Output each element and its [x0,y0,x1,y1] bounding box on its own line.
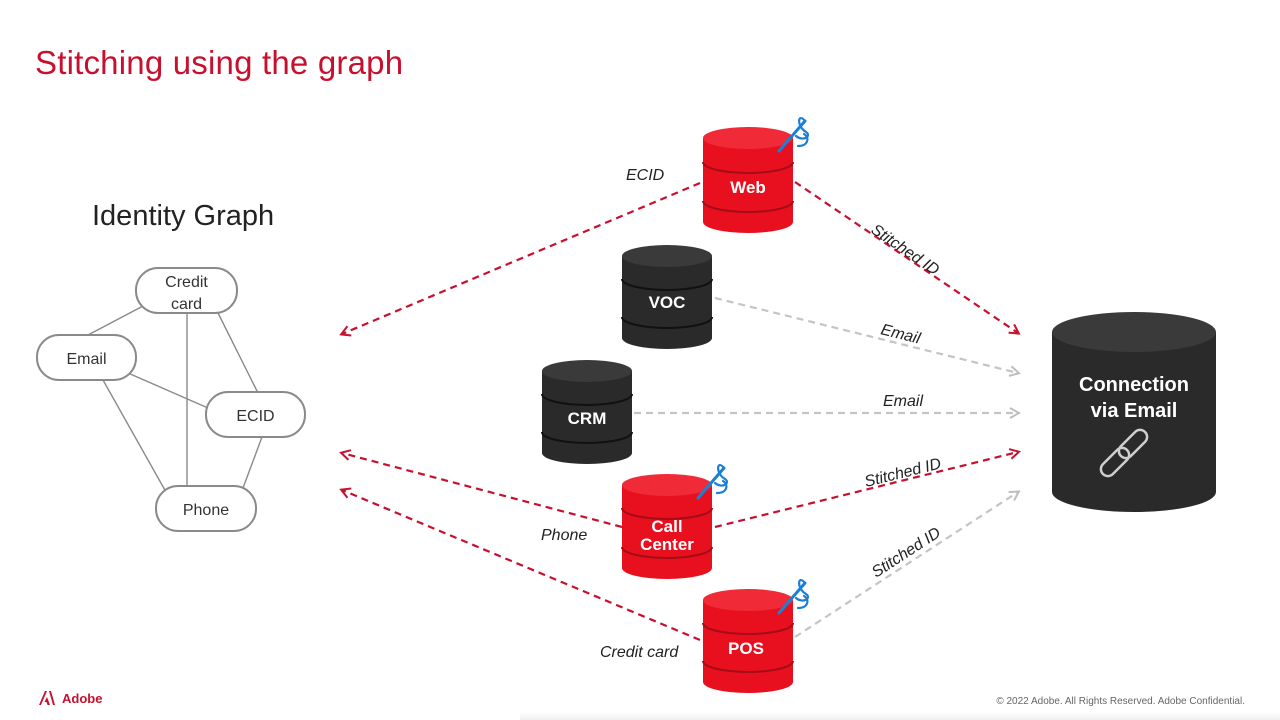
arrows-to-graph [342,181,701,642]
copyright-notice: © 2022 Adobe. All Rights Reserved. Adobe… [996,696,1245,707]
adobe-logo: Adobe [38,689,102,707]
node-ecid-label: ECID [236,408,274,425]
adobe-logo-icon [39,691,55,705]
chain-link-icon [1099,428,1149,478]
db-pos: POS [702,589,794,693]
label-crm-to-connection: Email [883,393,923,410]
node-phone-label: Phone [183,502,229,519]
connection-via-email: Connection via Email [1052,312,1216,512]
adobe-logo-text: Adobe [62,690,103,706]
node-phone: Phone [155,485,257,532]
label-pos-to-connection: Stitched ID [869,524,944,581]
db-crm-label: CRM [568,409,607,428]
identity-graph-title: Identity Graph [92,200,275,232]
edge-email-ecid [127,372,209,409]
node-email-label: Email [66,351,106,368]
db-call-center: Call Center [621,474,713,579]
node-credit-card: Credit card [135,267,238,314]
edge-creditcard-email [87,304,146,336]
arrow-callcenter-to-graph [342,453,623,529]
arrow-pos-to-connection [794,492,1018,638]
node-credit-card-line1: Credit [165,274,208,291]
arrow-pos-to-graph [342,490,701,642]
bottom-shadow [520,712,1280,720]
connection-line1: Connection [1079,374,1189,396]
arrows-to-connection [634,181,1018,638]
db-web: Web [702,127,794,233]
db-call-center-line1: Call [651,517,682,536]
node-ecid: ECID [205,391,306,438]
needle-icon [696,463,729,500]
edge-email-phone [102,379,167,493]
db-call-center-line2: Center [640,535,694,554]
arrow-web-to-graph [342,181,701,334]
arrow-web-to-connection [794,181,1018,333]
connection-line2: via Email [1091,400,1178,422]
label-callcenter-to-graph: Phone [541,527,587,544]
edge-creditcard-ecid [217,312,259,394]
label-callcenter-to-connection: Stitched ID [863,455,943,491]
node-credit-card-line2: card [171,296,202,313]
label-web-to-graph: ECID [626,167,665,184]
slide-title: Stitching using the graph [35,44,404,81]
label-pos-to-graph: Credit card [600,644,679,661]
arrow-voc-to-connection [714,296,1018,373]
db-pos-label: POS [728,639,764,658]
arrow-callcenter-to-connection [714,452,1018,529]
needle-icon [777,116,810,153]
db-voc-label: VOC [649,293,686,312]
needle-icon [777,578,810,615]
db-crm: CRM [541,360,633,464]
db-web-label: Web [730,178,766,197]
label-voc-to-connection: Email [879,321,922,347]
label-web-to-connection: Stitched ID [868,221,943,279]
identity-graph-edges [87,304,263,493]
db-voc: VOC [621,245,713,349]
edge-ecid-phone [242,436,263,489]
node-email: Email [36,334,137,381]
